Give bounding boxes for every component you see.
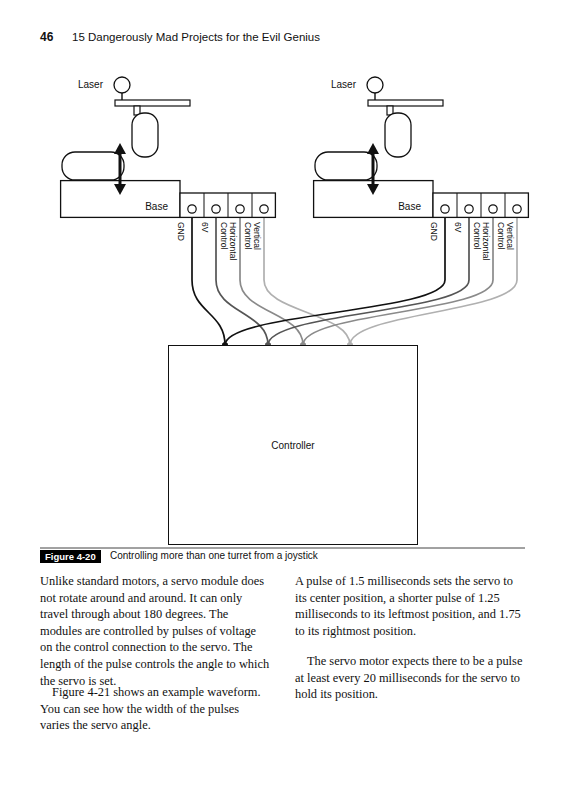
terminal-label: Vertical Control xyxy=(496,222,514,270)
terminal-block xyxy=(180,193,275,217)
figure-caption: Controlling more than one turret from a … xyxy=(110,550,318,561)
terminal-screw xyxy=(188,205,196,213)
wire xyxy=(303,218,493,345)
terminal-label: 6V xyxy=(453,222,462,270)
controller-label: Controller xyxy=(271,440,314,451)
base-outline xyxy=(313,180,529,218)
turret-left xyxy=(62,77,190,195)
turret-base: Base xyxy=(60,180,276,218)
base-label: Base xyxy=(398,201,529,212)
terminal-label: 6V xyxy=(200,222,209,270)
terminal-screw xyxy=(465,205,473,213)
wire xyxy=(350,218,517,345)
turret-base: Base xyxy=(313,180,529,218)
base-outline xyxy=(60,180,276,218)
terminal-screw xyxy=(212,205,220,213)
wire xyxy=(240,218,303,345)
terminal-label: GND xyxy=(429,222,438,270)
terminal-screw xyxy=(260,205,268,213)
terminal-label: Vertical Control xyxy=(243,222,261,270)
running-header: 15 Dangerously Mad Projects for the Evil… xyxy=(72,31,320,43)
turret-right xyxy=(315,77,443,195)
part-label: Laser xyxy=(78,79,103,90)
terminal-divider xyxy=(252,193,253,217)
wire xyxy=(264,218,350,345)
wire xyxy=(268,218,469,345)
terminal-block xyxy=(433,193,528,217)
terminal-divider xyxy=(228,193,229,217)
terminal-divider xyxy=(457,193,458,217)
terminal-screw xyxy=(236,205,244,213)
terminal-label: GND xyxy=(176,222,185,270)
terminal-screw xyxy=(489,205,497,213)
body-paragraph: The servo motor expects there to be a pu… xyxy=(295,653,525,703)
caption-rule xyxy=(40,548,525,549)
terminal-screw xyxy=(441,205,449,213)
part-label: Laser xyxy=(331,79,356,90)
terminal-label: Horizontal Control xyxy=(472,222,490,270)
wire xyxy=(225,218,445,345)
terminal-screw xyxy=(513,205,521,213)
terminal-label: Horizontal Control xyxy=(219,222,237,270)
terminal-divider xyxy=(481,193,482,217)
terminal-divider xyxy=(505,193,506,217)
body-paragraph: A pulse of 1.5 milliseconds sets the ser… xyxy=(295,573,525,639)
body-paragraph: Unlike standard motors, a servo module d… xyxy=(40,573,270,689)
figure-number: Figure 4-20 xyxy=(40,550,101,563)
page-number: 46 xyxy=(40,30,53,44)
body-paragraph: Figure 4-21 shows an example waveform. Y… xyxy=(40,684,270,734)
controller-box: Controller xyxy=(168,345,418,545)
base-label: Base xyxy=(145,201,276,212)
terminal-divider xyxy=(204,193,205,217)
